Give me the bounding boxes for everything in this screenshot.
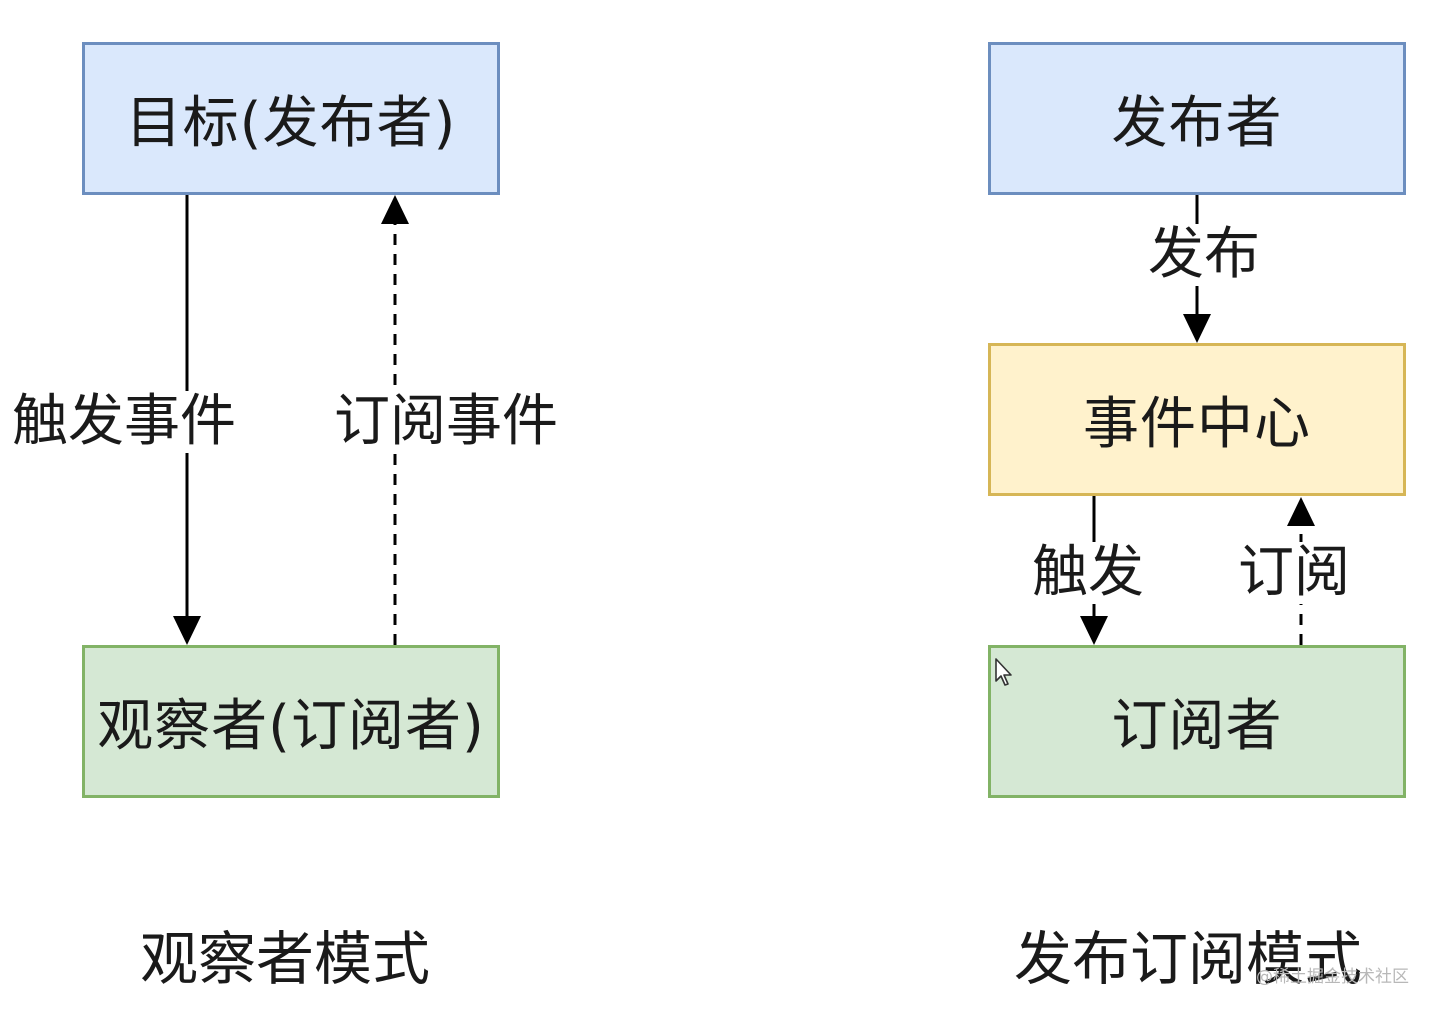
subscribe-event-label: 订阅事件 (332, 389, 560, 454)
publisher-box: 发布者 (988, 42, 1406, 195)
event-center-label: 事件中心 (1083, 392, 1311, 457)
subscribe-label: 订阅 (1236, 540, 1352, 605)
observer-pattern-caption: 观察者模式 (140, 925, 431, 993)
trigger-label: 触发 (1030, 540, 1146, 605)
pubsub-pattern-caption: 发布订阅模式 (1014, 925, 1363, 993)
subscriber-box: 订阅者 (988, 645, 1406, 798)
publisher-label: 发布者 (1111, 91, 1283, 156)
observer-subscriber-box: 观察者(订阅者) (82, 645, 500, 798)
observer-subscriber-label: 观察者(订阅者) (97, 694, 485, 759)
event-center-box: 事件中心 (988, 343, 1406, 496)
trigger-event-label: 触发事件 (10, 389, 238, 454)
subject-publisher-box: 目标(发布者) (82, 42, 500, 195)
subscriber-label: 订阅者 (1111, 694, 1283, 759)
subscribe-event-arrow (381, 195, 409, 645)
publish-label: 发布 (1146, 222, 1262, 287)
watermark: @稀土掘金技术社区 (1256, 967, 1409, 987)
subject-publisher-label: 目标(发布者) (125, 91, 457, 156)
mouse-pointer-icon (995, 658, 1012, 686)
